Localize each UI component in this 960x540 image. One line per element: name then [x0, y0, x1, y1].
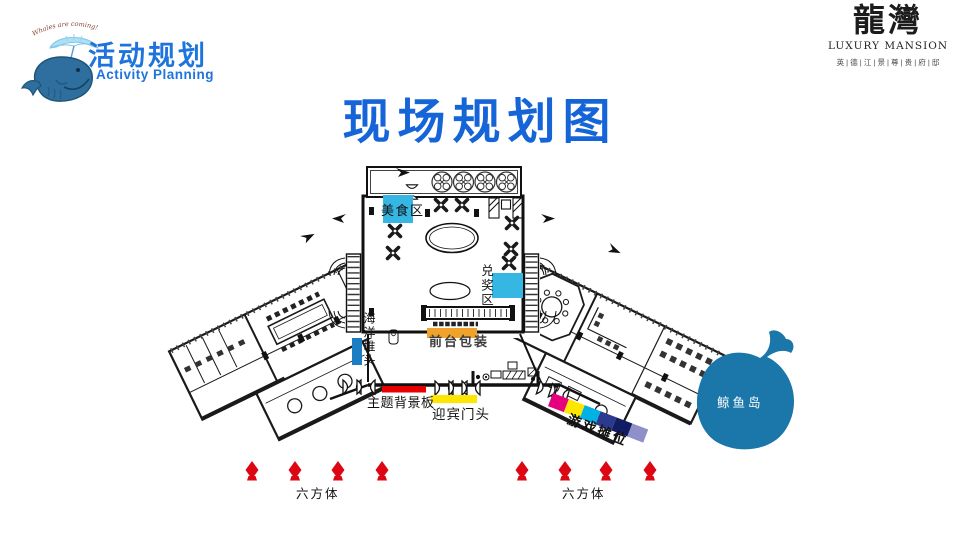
- logo-title-en: Activity Planning: [96, 67, 215, 82]
- label-prize-area: 兑奖区: [479, 264, 493, 308]
- label-hexahedron-left: 六方体: [296, 487, 340, 501]
- developer-slogan: 英 | 德 | 江 | 景 | 尊 | 贵 | 府 | 邸: [836, 57, 940, 67]
- developer-logo: 龍灣 LUXURY MANSION 英 | 德 | 江 | 景 | 尊 | 贵 …: [822, 2, 954, 68]
- page-title: 现场规划图: [342, 96, 618, 149]
- highlight-food-area: [383, 195, 413, 223]
- highlight-entrance: [431, 395, 477, 403]
- activity-planning-logo: Whales are coming!: [20, 20, 100, 102]
- whale-island-shape: [696, 330, 795, 450]
- whale-icon: [20, 56, 93, 102]
- highlight-ocean-display: [352, 338, 362, 365]
- right-wing: [505, 264, 726, 446]
- game-stall-bar: [547, 392, 649, 443]
- label-ocean-display: 海洋堆头: [362, 312, 376, 368]
- highlight-prize-area: [492, 273, 523, 298]
- hexahedron-markers-right: [515, 461, 657, 481]
- developer-name-en: LUXURY MANSION: [827, 39, 949, 52]
- label-whale-island: 鲸鱼岛: [717, 396, 764, 410]
- umbrella-icon: [49, 34, 100, 59]
- plan-highlights: [352, 195, 649, 443]
- left-wing: [167, 254, 400, 442]
- label-backdrop: 主题背景板: [367, 395, 435, 410]
- hexahedron-markers-left: [245, 461, 389, 481]
- highlight-front-desk: [427, 328, 477, 338]
- entrance-corridor: [299, 229, 624, 406]
- label-front-desk: 前台包装: [429, 334, 490, 349]
- logo-title-cn: 活动规划: [88, 41, 208, 71]
- label-food-area: 美食区: [381, 203, 425, 218]
- label-entrance: 迎宾门头: [432, 407, 490, 422]
- highlight-backdrop: [382, 386, 426, 393]
- developer-name-cn: 龍灣: [852, 1, 923, 39]
- label-hexahedron-right: 六方体: [562, 487, 606, 501]
